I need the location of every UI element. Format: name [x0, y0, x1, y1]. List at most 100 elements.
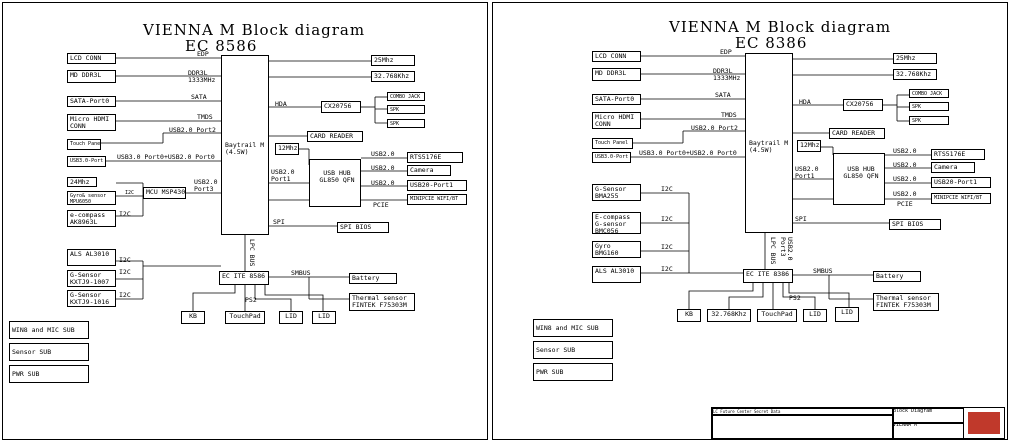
- usb3-port-box: USB3.0-Port: [592, 152, 631, 163]
- crystal-32khz-box: 32.768Khz: [893, 69, 937, 80]
- spi-bios-box: SPI BIOS: [337, 222, 389, 233]
- usb-port0-label: USB3.0 Port0+USB2.0 Port0: [639, 149, 737, 157]
- thermal-sensor-box: Thermal sensor FINTEK F75303M: [349, 293, 415, 311]
- crystal-32khz-box: 32.768Khz: [371, 71, 415, 82]
- usb3-port-box: USB3.0-Port: [67, 156, 106, 167]
- i2c-label-d: I2C: [119, 268, 131, 276]
- rts5176e-box: RTS5176E: [931, 149, 985, 160]
- als-box: ALS AL3010: [67, 249, 116, 266]
- schematic-sheet-ec8586: VIENNA M Block diagram EC 8586 Baytrail …: [2, 2, 488, 440]
- wiring-left: [101, 57, 407, 311]
- gsensor-bma255-box: G-Sensor BMA255: [592, 184, 641, 201]
- audio-codec-box: CX20756: [843, 99, 883, 111]
- camera-box: Camera: [407, 165, 451, 176]
- sensor-sub-box: Sensor SUB: [9, 343, 89, 361]
- gyro-bmg160-box: Gyro BMG160: [592, 241, 641, 258]
- sata-port-box: SATA-Port0: [67, 96, 116, 107]
- touch-panel-box: Touch Panel: [67, 139, 101, 150]
- keyboard-box: KB: [677, 309, 701, 322]
- rts5176e-box: RTS5176E: [407, 152, 463, 163]
- title-block-sheet: Block Diagram: [892, 408, 964, 424]
- i2c-label-c: I2C: [119, 256, 131, 264]
- usb-port1-label: USB2.0 Port1: [795, 165, 819, 180]
- ec-block: EC ITE 8386: [743, 269, 793, 283]
- thermal-sensor-box: Thermal sensor FINTEK F75303M: [873, 293, 939, 311]
- pcie-label: PCIE: [897, 200, 913, 208]
- i2c-label-c: I2C: [661, 243, 673, 251]
- diagram-title: VIENNA M Block diagram: [669, 18, 892, 36]
- edp-label: EDP: [720, 48, 732, 56]
- lid-box-2: LID: [312, 311, 336, 324]
- i2c-label-e: I2C: [119, 291, 131, 299]
- hub-usb-label-b: USB2.0: [371, 164, 395, 172]
- pcie-label: PCIE: [373, 201, 389, 209]
- card-reader-box: CARD READER: [829, 128, 885, 139]
- hub-usb-label-b: USB2.0: [893, 161, 917, 169]
- pwr-sub-box: PWR SUB: [9, 365, 89, 383]
- mcu-box: MCU MSP430: [143, 187, 186, 199]
- tmds-label: TMDS: [197, 113, 213, 121]
- hdmi-conn-box: Micro HDMI CONN: [67, 114, 116, 131]
- lid-box-1: LID: [279, 311, 303, 324]
- hub-usb-label-c: USB2.0: [893, 175, 917, 183]
- ecompass-bmc056-box: E-compass G-sensor BMC056: [592, 212, 641, 234]
- lcd-conn-box: LCD CONN: [592, 51, 641, 62]
- win8-mic-sub-box: WIN8 and MIC SUB: [9, 321, 89, 339]
- crystal-32khz-ec-box: 32.768Khz: [707, 309, 751, 322]
- usb20-port1-box: USB20-Port1: [407, 180, 467, 191]
- sata-label: SATA: [715, 91, 731, 99]
- hub-usb-label-d: USB2.0: [893, 190, 917, 198]
- usb-hub-box: USB HUB GL850 QFN: [309, 159, 361, 207]
- crystal-25mhz-box: 25Mhz: [893, 53, 937, 64]
- crystal-12mhz-box: 12Mhz: [275, 143, 299, 155]
- speaker-box-1: SPK: [387, 105, 425, 114]
- sata-port-box: SATA-Port0: [592, 94, 641, 105]
- i2c-label-b: I2C: [119, 210, 131, 218]
- hub-usb-label-a: USB2.0: [371, 150, 395, 158]
- crystal-24mhz-box: 24Mhz: [67, 177, 97, 187]
- usb-port0-label: USB3.0 Port0+USB2.0 Port0: [117, 153, 215, 161]
- speaker-box-2: SPK: [909, 116, 949, 125]
- touch-panel-box: Touch Panel: [592, 138, 633, 149]
- gsensor-1007-box: G-Sensor KXTJ9-1007: [67, 270, 116, 287]
- usb20-port1-box: USB20-Port1: [931, 177, 991, 188]
- audio-codec-box: CX20756: [321, 101, 361, 113]
- lpc-bus-label: LPC BUS: [248, 239, 256, 267]
- battery-box: Battery: [349, 273, 397, 284]
- diagram-title: VIENNA M Block diagram: [143, 21, 366, 39]
- ec-block: EC ITE 8586: [219, 271, 269, 285]
- win8-mic-sub-box: WIN8 and MIC SUB: [533, 319, 613, 337]
- title-block-project: VIENNA M: [892, 422, 964, 439]
- ddr-box: MD DDR3L: [592, 68, 641, 81]
- edp-label: EDP: [197, 50, 209, 58]
- tmds-label: TMDS: [721, 111, 737, 119]
- camera-box: Camera: [931, 162, 975, 173]
- touchpad-box: TouchPad: [225, 311, 265, 324]
- usb-port3-label: USB2.0 Port3: [779, 237, 794, 261]
- smbus-label: SMBUS: [291, 269, 311, 277]
- sensor-sub-box: Sensor SUB: [533, 341, 613, 359]
- hub-usb-label-c: USB2.0: [371, 179, 395, 187]
- title-block: LC Future Center Secret Data Block Diagr…: [711, 407, 1005, 439]
- battery-box: Battery: [873, 271, 921, 282]
- hub-usb-label-a: USB2.0: [893, 147, 917, 155]
- spi-label: SPI: [795, 215, 807, 223]
- pwr-sub-box: PWR SUB: [533, 363, 613, 381]
- minipcie-box: MINIPCIE WIFI/BT: [931, 193, 991, 204]
- combo-jack-box: COMBO JACK: [909, 89, 949, 98]
- smbus-label: SMBUS: [813, 267, 833, 275]
- lid-box-2: LID: [835, 307, 859, 322]
- title-block-notes: [712, 414, 894, 439]
- soc-block: Baytrail M (4.5W): [745, 53, 793, 233]
- ddr-label: DDR3L 1333MHz: [713, 67, 741, 82]
- soc-block: Baytrail M (4.5W): [221, 55, 269, 235]
- title-block-company: LC Future Center Secret Data: [712, 408, 894, 416]
- hda-label: HDA: [799, 98, 811, 106]
- speaker-box-2: SPK: [387, 119, 425, 128]
- usb-port1-label: USB2.0 Port1: [271, 168, 295, 183]
- ps2-label: PS2: [245, 296, 257, 304]
- lid-box-1: LID: [803, 309, 827, 322]
- lcd-conn-box: LCD CONN: [67, 53, 116, 64]
- i2c-label-d: I2C: [661, 265, 673, 273]
- card-reader-box: CARD READER: [307, 131, 363, 142]
